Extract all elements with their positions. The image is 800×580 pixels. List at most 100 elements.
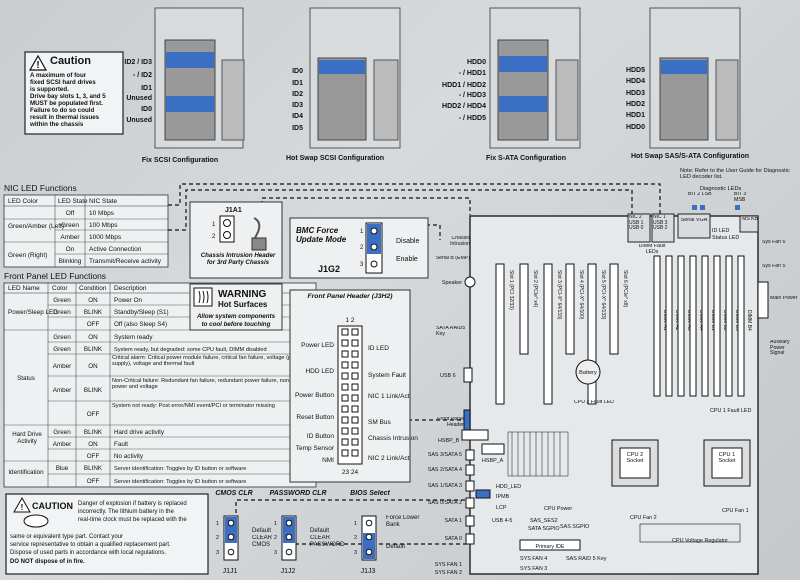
svg-text:1: 1 xyxy=(274,521,277,527)
fph-left-label: Power LED xyxy=(301,342,334,349)
svg-text:2: 2 xyxy=(360,245,364,251)
fp-cell: Hard Drive Activity xyxy=(12,431,42,446)
fp-header: Description xyxy=(114,285,147,292)
fix-sata-title: Fix S-ATA Configuration xyxy=(486,155,566,162)
sas-ses2-label: SAS_SES2 xyxy=(530,518,558,524)
lcp-label: LCP xyxy=(496,505,507,511)
header-pin xyxy=(341,339,349,347)
drive-config-fix-scsi: ID2 / ID3 - / ID2 ID1 Unused ID0 Unused … xyxy=(124,7,245,164)
nic-cell: Transmit/Receive activity xyxy=(89,258,162,265)
header-pin xyxy=(341,328,349,336)
fp-cell: Status xyxy=(17,375,35,382)
bmc-title: BMC Force Update Mode xyxy=(296,226,347,245)
fix-scsi-title: Fix SCSI Configuration xyxy=(142,157,218,164)
sas-sata-label: SAS 0/SATA 2 xyxy=(428,500,462,506)
drive-config-fix-sata: HDD0 - / HDD1 HDD1 / HDD2 - / HDD3 HDD2 … xyxy=(442,7,581,162)
dimm-slot xyxy=(701,255,709,397)
header-pin xyxy=(351,350,359,358)
nic1-usb-label: NIC 1 USB 3 USB 2 xyxy=(653,215,668,231)
cpu-power-label: CPU Power xyxy=(544,506,572,512)
sys-fan4-label: SYS FAN 4 xyxy=(520,556,547,562)
nic-cell: Off xyxy=(66,210,75,217)
speaker-label: Speaker xyxy=(442,280,462,286)
j1a1-chassis-intrusion: J1A1 1 2 Chassis Intrusion Header for 3r… xyxy=(189,201,283,279)
dimm-slot-label: DIMM A2 xyxy=(674,310,680,331)
fp-cell: OFF xyxy=(87,411,100,418)
hs-sas-label-3: HDD2 xyxy=(626,101,645,108)
jumper-label: CLEAR CMOS xyxy=(252,535,273,548)
sata-sgpio-label: SATA SGPIO xyxy=(528,526,560,532)
jumper-label: Default xyxy=(386,544,405,550)
caution-bottom-line: Dispose of used parts in accordance with… xyxy=(10,550,166,556)
sas-sata-label: SAS 1/SATA 3 xyxy=(428,483,462,489)
dimm-slot xyxy=(677,255,685,397)
cpu2-socket-label: CPU 2 Socket xyxy=(626,452,644,465)
jumper-name: J1J2 xyxy=(281,568,296,575)
warning-title: WARNING xyxy=(218,289,267,300)
ipmb-label: IPMB xyxy=(496,494,510,500)
fix-sata-label-0: HDD0 xyxy=(467,59,486,66)
pci-slot-label: Slot 6 (PCIe* x8) xyxy=(622,270,628,308)
caution-top-line: result in thermal issues xyxy=(30,114,100,121)
caution-top-line: within the chassis xyxy=(29,121,84,128)
battery-label: Battery xyxy=(579,370,597,376)
header-pin xyxy=(351,383,359,391)
svg-text:2: 2 xyxy=(274,535,277,541)
dimm-slot-label: DIMM A4 xyxy=(698,310,704,331)
pci-slot-label: Slot 4 (PCI-X* 64/100) xyxy=(578,270,584,320)
fp-cell: Non-Critical failure: Redundant fan fail… xyxy=(112,378,307,391)
caution-bottom-triangle-icon xyxy=(13,496,31,513)
caution-top-line: fixed SCSI hard drives xyxy=(30,79,96,86)
caution-bottom-line: Danger of explosion if battery is replac… xyxy=(78,501,187,507)
caution-top-title: Caution xyxy=(50,55,91,67)
fp-table-title: Front Panel LED Functions xyxy=(4,271,106,281)
fp-cell: Standby/Sleep (S1) xyxy=(114,309,169,316)
drive-config-hot-swap-scsi: ID0 ID1 ID2 ID3 ID4 ID5 Hot Swap SCSI Co… xyxy=(286,7,401,162)
nic-header: LED State xyxy=(58,198,88,205)
fph-left-label: NMI xyxy=(322,457,334,464)
header-pin xyxy=(351,405,359,413)
header-pin xyxy=(341,405,349,413)
hs-scsi-label-3: ID3 xyxy=(292,102,303,109)
pci-slot xyxy=(587,263,597,405)
fix-sata-label-2: HDD1 / HDD2 xyxy=(442,82,486,89)
cpu2-fault-led-label: CPU 2 Fault LED xyxy=(574,400,614,405)
hs-scsi-label-4: ID4 xyxy=(292,113,303,120)
fix-scsi-label-4: ID0 xyxy=(141,106,152,113)
header-pin xyxy=(351,394,359,402)
caution-battery-box: ! CAUTION Danger of explosion if battery… xyxy=(5,493,209,575)
header-pin xyxy=(351,438,359,446)
fp-cell: ON xyxy=(88,441,98,448)
svg-text:2: 2 xyxy=(216,535,219,541)
board-note: Note: Refer to the User Guide for Diagno… xyxy=(680,168,790,181)
jumper-title: BIOS Select xyxy=(350,490,390,497)
caution-triangle-icon xyxy=(28,54,48,71)
caution-top-line: A maximum of four xyxy=(30,72,87,79)
fix-sata-label-5: - / HDD5 xyxy=(459,115,486,122)
drive-config-hot-swap-sas: HDD5 HDD4 HDD3 HDD2 HDD1 HDD0 Hot Swap S… xyxy=(626,7,749,160)
dimm-slot xyxy=(725,255,733,397)
jumper-bios-select: BIOS Select 123 Force Lower Bank Default… xyxy=(350,490,419,575)
pci-slot-label: Slot 2 (PCIe* x4) xyxy=(532,270,538,308)
header-pin xyxy=(351,372,359,380)
svg-text:3: 3 xyxy=(360,262,364,268)
j1a1-title: J1A1 xyxy=(225,207,242,214)
pci-slot xyxy=(543,263,553,405)
fph-left-label: HDD LED xyxy=(305,368,334,375)
caution-bottom-line: service representative to obtain a quali… xyxy=(10,542,171,548)
svg-text:1: 1 xyxy=(354,521,357,527)
hdd-led-label: HDD_LED xyxy=(496,484,521,490)
fp-cell: Server identification: Toggles by ID but… xyxy=(114,479,246,485)
fph-left-label: Reset Button xyxy=(296,414,334,421)
dimm-slot xyxy=(737,255,745,397)
fp-cell: Amber xyxy=(53,387,72,394)
usb6-label: USB 6 xyxy=(440,373,456,379)
sys-fan5-label: Sys Fan 5 xyxy=(762,264,786,269)
speaker-icon xyxy=(464,276,476,288)
hs-sas-label-2: HDD3 xyxy=(626,90,645,97)
fp-cell: Critical alarm: Critical power module fa… xyxy=(112,355,304,368)
fp-cell: BLINK xyxy=(84,465,103,472)
caution-bottom-line: same or equivalent type part. Contact yo… xyxy=(10,534,123,540)
